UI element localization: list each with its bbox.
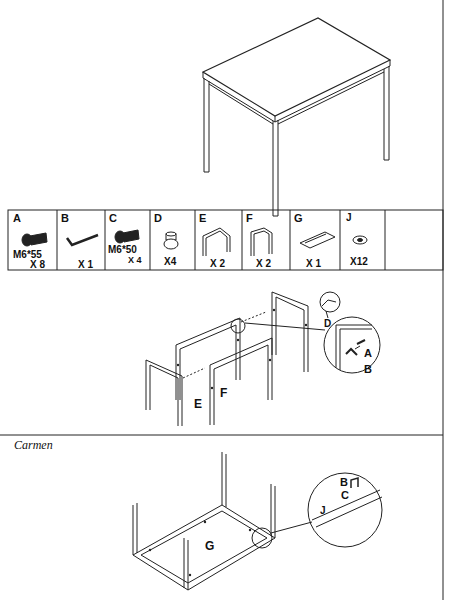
part-icons (203, 228, 367, 256)
part-qty: X 1 (306, 259, 321, 269)
callout-letter: D (324, 319, 331, 329)
callout-letter: E (194, 398, 202, 410)
part-icons (22, 230, 178, 249)
page-rule (0, 435, 443, 436)
part-letter: B (61, 213, 69, 224)
part-letter: C (109, 213, 117, 224)
step1-frames (146, 292, 325, 426)
table-view (203, 18, 390, 216)
part-qty: X 1 (78, 260, 93, 270)
part-qty: X12 (350, 257, 368, 267)
part-qty: X 2 (256, 259, 271, 269)
part-size: M6*50 (108, 245, 137, 255)
callout-letter: B (340, 477, 348, 488)
caption-script: Carmen (14, 439, 53, 451)
part-qty: X4 (164, 257, 176, 267)
callout-letter: C (341, 490, 349, 501)
callout-letter: G (205, 540, 214, 552)
callout-letter: J (320, 506, 326, 516)
callout-detail (320, 292, 380, 373)
part-qty: X 8 (30, 260, 45, 270)
part-letter: G (294, 213, 303, 224)
step2-frame (133, 452, 382, 590)
hole-dots (149, 521, 251, 576)
part-letter: A (13, 213, 21, 224)
part-qty: X 2 (210, 259, 225, 269)
hole-dots (177, 309, 307, 389)
part-qty: X 4 (128, 256, 142, 265)
part-letter: J (346, 213, 352, 223)
part-letter: F (246, 213, 253, 224)
parts-table (8, 210, 443, 270)
callout-letter: B (364, 364, 372, 375)
callout-letter: A (364, 348, 372, 359)
callout-letter: F (220, 387, 227, 399)
part-size: M6*55 (13, 250, 42, 260)
part-letter: D (154, 213, 162, 224)
part-letter: E (199, 213, 206, 224)
page-rule (443, 0, 444, 600)
